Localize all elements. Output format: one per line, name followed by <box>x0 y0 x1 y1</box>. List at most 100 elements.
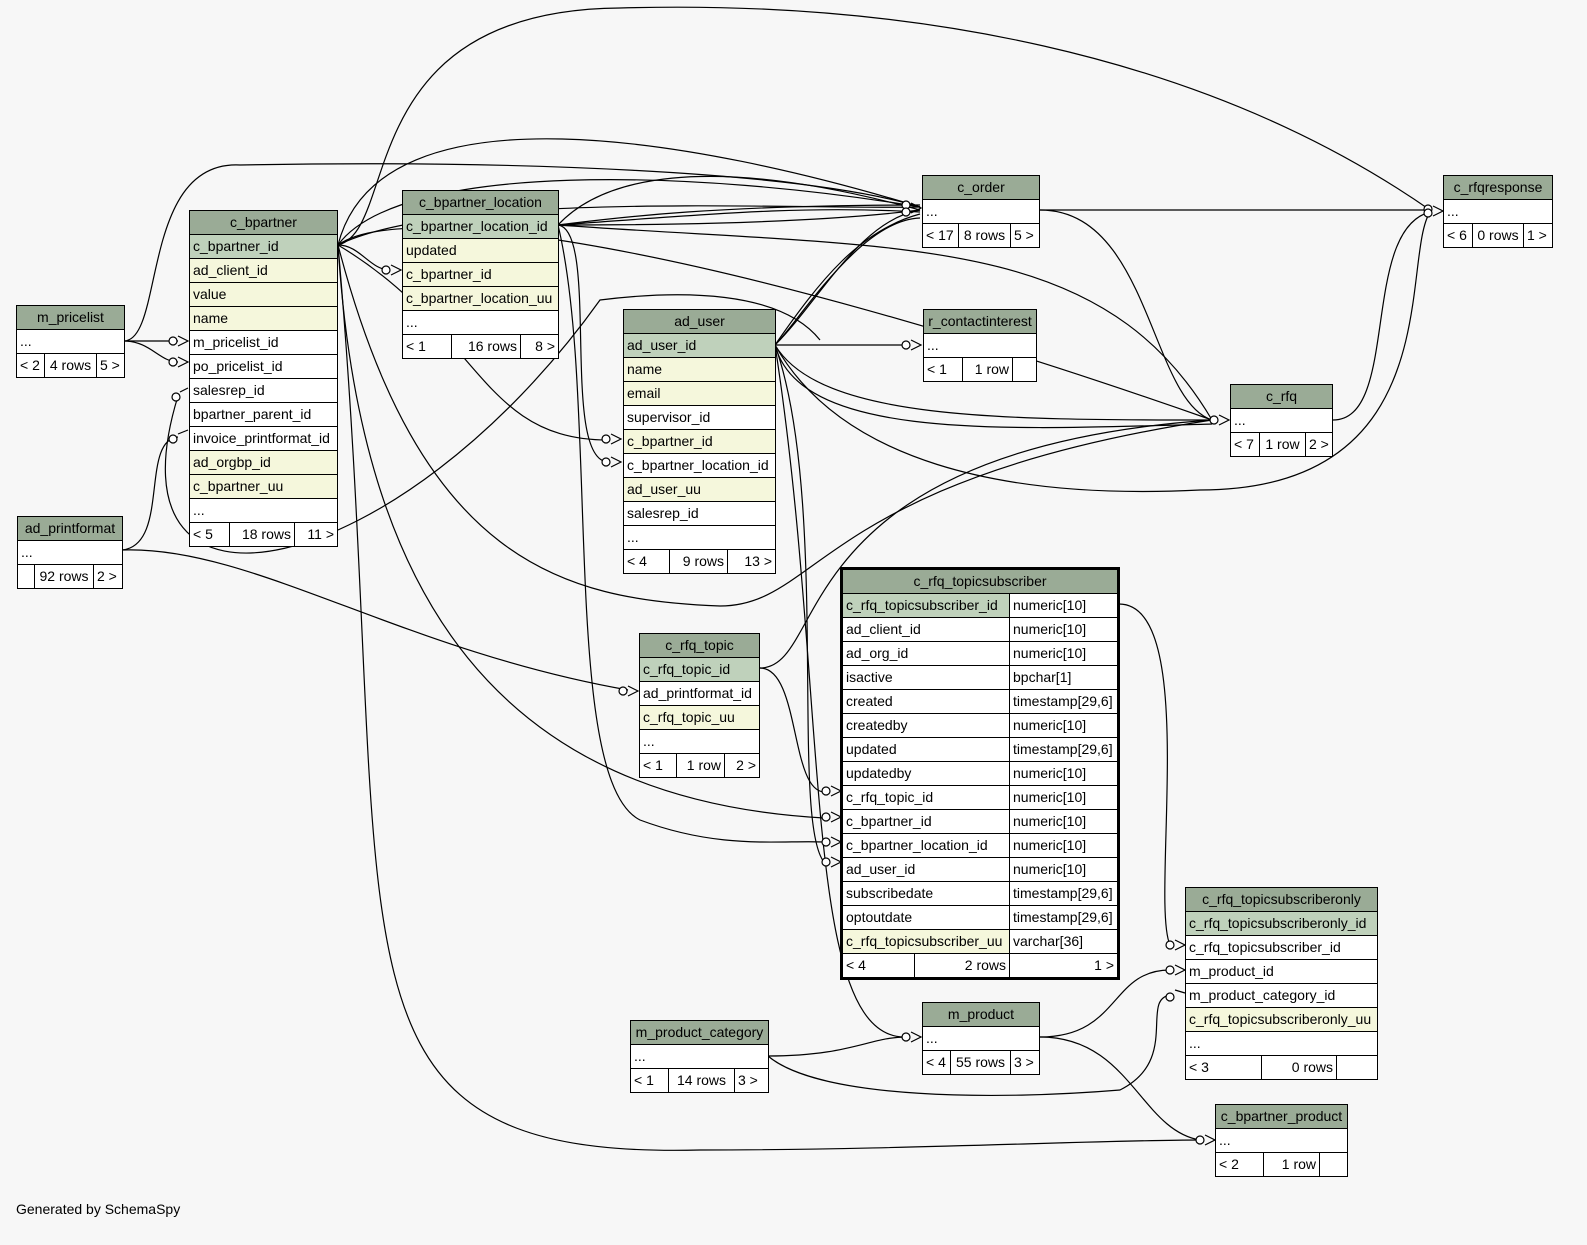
relationship-end-marker <box>381 265 391 275</box>
relationship-line <box>774 344 1213 421</box>
column-name: c_rfq_topicsubscriberonly_id <box>1186 912 1377 935</box>
table-c-bpartner-product[interactable]: c_bpartner_product ... < 2 1 row <box>1215 1104 1348 1177</box>
parents-link[interactable]: < 4 <box>923 1051 951 1074</box>
table-r-contactinterest[interactable]: r_contactinterest ... < 1 1 row <box>923 309 1037 382</box>
children-link[interactable]: 3 > <box>1014 1054 1034 1070</box>
column-name: ad_user_uu <box>624 478 775 501</box>
relationship-line <box>1118 603 1171 946</box>
table-title[interactable]: c_rfq_topic <box>640 634 759 658</box>
table-c-bpartner-location[interactable]: c_bpartner_location c_bpartner_location_… <box>402 190 559 359</box>
column-type: numeric[10] <box>1013 597 1087 613</box>
column-type: timestamp[29,6] <box>1013 741 1113 757</box>
relationship-line <box>337 244 609 441</box>
children-link[interactable]: 3 > <box>738 1072 758 1088</box>
column-type: numeric[10] <box>1013 645 1087 661</box>
column-name: updated <box>403 239 558 262</box>
relationship-end-marker <box>1195 1135 1205 1145</box>
table-title[interactable]: c_bpartner_product <box>1216 1105 1347 1129</box>
table-c-rfq-topicsubscriber[interactable]: c_rfq_topicsubscriber c_rfq_topicsubscri… <box>840 567 1120 980</box>
parents-link[interactable]: < 4 <box>624 550 670 573</box>
children-link[interactable]: 1 > <box>1527 227 1547 243</box>
children-link[interactable]: 2 > <box>97 568 117 584</box>
table-m-product-category[interactable]: m_product_category ... < 1 14 rows 3 > <box>630 1020 769 1093</box>
parents-link[interactable]: < 1 <box>631 1069 669 1092</box>
children-link[interactable]: 1 > <box>1094 957 1114 973</box>
relationship-line <box>759 667 825 793</box>
column-type: numeric[10] <box>1013 717 1087 733</box>
children-link[interactable]: 13 > <box>744 553 772 569</box>
parents-link[interactable]: < 17 <box>923 224 959 247</box>
column-name: c_bpartner_uu <box>190 475 337 498</box>
children-link[interactable]: 11 > <box>307 526 334 542</box>
parents-link[interactable]: < 1 <box>640 754 677 777</box>
children-link[interactable]: 5 > <box>1014 227 1034 243</box>
parents-link[interactable]: < 4 <box>843 954 915 977</box>
children-link[interactable]: 5 > <box>100 357 120 373</box>
row-count: 1 row <box>1264 1153 1320 1176</box>
crowfoot-marker <box>1174 964 1187 976</box>
children-link[interactable] <box>1320 1153 1347 1176</box>
column-name: c_rfq_topic_id <box>640 658 759 681</box>
column-name: c_rfq_topicsubscriber_id <box>843 594 1010 617</box>
table-title[interactable]: r_contactinterest <box>924 310 1036 334</box>
table-title[interactable]: c_order <box>923 176 1039 200</box>
table-ad-printformat[interactable]: ad_printformat ... 92 rows 2 > <box>17 516 123 589</box>
parents-link[interactable]: < 7 <box>1231 433 1260 456</box>
table-title[interactable]: c_bpartner <box>190 211 337 235</box>
table-title[interactable]: ad_user <box>624 310 775 334</box>
column-type: numeric[10] <box>1013 789 1087 805</box>
column-name: ... <box>643 733 655 749</box>
table-title[interactable]: m_product_category <box>631 1021 768 1045</box>
column-name: c_bpartner_location_id <box>627 457 769 473</box>
column-name: ... <box>634 1048 646 1064</box>
table-title[interactable]: m_pricelist <box>17 306 124 330</box>
relationship-line <box>557 209 921 226</box>
table-title[interactable]: c_rfq_topicsubscriberonly <box>1186 888 1377 912</box>
parents-link[interactable]: < 2 <box>17 354 45 377</box>
children-link[interactable]: 2 > <box>1309 436 1329 452</box>
parents-link[interactable] <box>18 565 35 588</box>
table-m-pricelist[interactable]: m_pricelist ... < 2 4 rows 5 > <box>16 305 125 378</box>
table-title[interactable]: c_rfqresponse <box>1444 176 1552 200</box>
table-title[interactable]: ad_printformat <box>18 517 122 541</box>
relationship-line <box>774 211 1431 493</box>
row-count: 2 rows <box>915 954 1010 977</box>
children-link[interactable] <box>1337 1056 1377 1079</box>
table-title[interactable]: c_rfq <box>1231 385 1332 409</box>
table-title[interactable]: m_product <box>923 1003 1039 1027</box>
table-title[interactable]: c_rfq_topicsubscriber <box>843 570 1117 594</box>
relationship-end-marker <box>601 457 611 467</box>
relationship-line <box>759 419 1213 669</box>
table-c-bpartner[interactable]: c_bpartner c_bpartner_id ad_client_id va… <box>189 210 338 547</box>
relationship-line <box>1039 969 1171 1038</box>
parents-link[interactable]: < 2 <box>1216 1153 1264 1176</box>
table-c-rfqresponse[interactable]: c_rfqresponse ... < 6 0 rows 1 > <box>1443 175 1553 248</box>
parents-link[interactable]: < 6 <box>1444 224 1473 247</box>
table-c-order[interactable]: c_order ... < 17 8 rows 5 > <box>922 175 1040 248</box>
table-m-product[interactable]: m_product ... < 4 55 rows 3 > <box>922 1002 1040 1075</box>
relationship-end-marker <box>1165 940 1175 950</box>
column-name: created <box>843 690 1010 713</box>
children-link[interactable]: 8 > <box>535 338 555 354</box>
relationship-line <box>557 175 921 226</box>
children-link[interactable] <box>1013 358 1036 381</box>
crowfoot-marker <box>910 202 923 214</box>
relationship-line <box>1039 209 1213 421</box>
table-title[interactable]: c_bpartner_location <box>403 191 558 215</box>
column-name: ... <box>193 502 205 518</box>
parents-link[interactable]: < 5 <box>190 523 230 546</box>
table-c-rfq-topicsubscriberonly[interactable]: c_rfq_topicsubscriberonly c_rfq_topicsub… <box>1185 887 1378 1080</box>
column-name: ad_client_id <box>190 259 337 282</box>
parents-link[interactable]: < 1 <box>403 335 452 358</box>
parents-link[interactable]: < 3 <box>1186 1056 1262 1079</box>
table-c-rfq[interactable]: c_rfq ... < 7 1 row 2 > <box>1230 384 1333 457</box>
parents-link[interactable]: < 1 <box>924 358 963 381</box>
column-type: numeric[10] <box>1013 861 1087 877</box>
column-name: c_rfq_topic_id <box>843 786 1010 809</box>
column-name: m_product_id <box>1189 963 1274 979</box>
table-c-rfq-topic[interactable]: c_rfq_topic c_rfq_topic_id ad_printforma… <box>639 633 760 778</box>
table-ad-user[interactable]: ad_user ad_user_id name email supervisor… <box>623 309 776 574</box>
children-link[interactable]: 2 > <box>736 757 756 773</box>
relationship-end-marker <box>901 207 911 217</box>
relationship-end-marker <box>168 336 178 346</box>
